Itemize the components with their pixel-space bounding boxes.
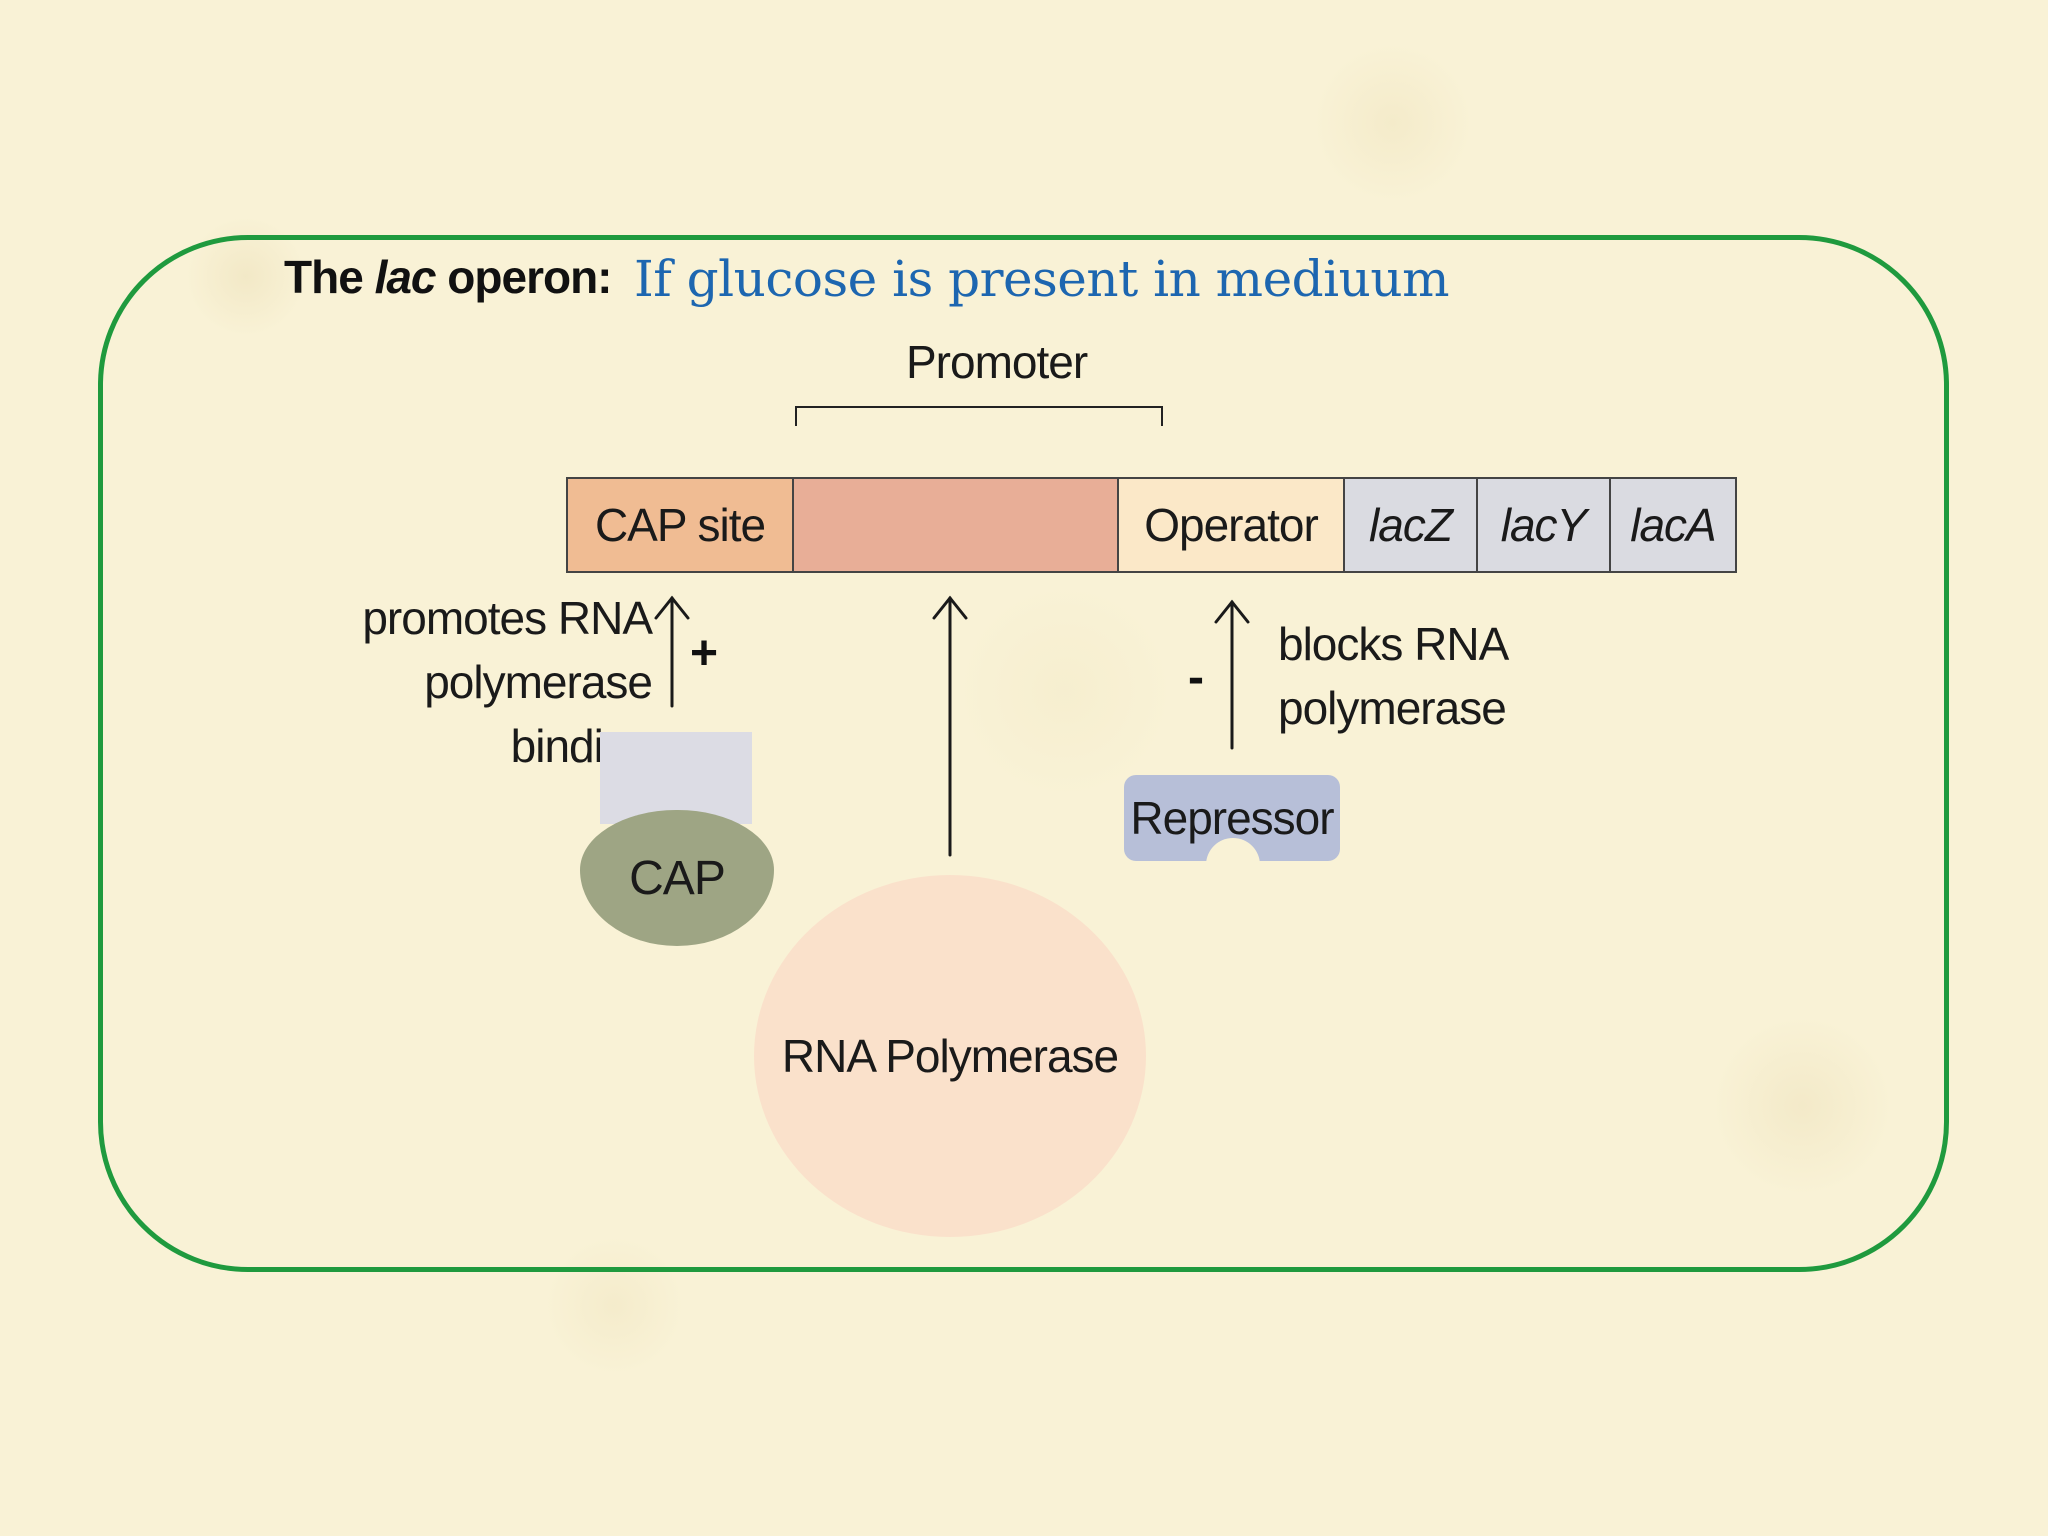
laca-segment: lacA (1611, 479, 1735, 571)
cap-effect-line1: promotes RNA (362, 592, 653, 644)
title-suffix: operon: (447, 251, 612, 303)
diagram-title: The lac operon: (284, 250, 613, 304)
repressor-arrow-icon (1214, 599, 1250, 750)
title-italic: lac (374, 251, 437, 303)
rna-polymerase: RNA Polymerase (754, 875, 1146, 1237)
cap-effect-label: promotes RNA polymerase binding (282, 586, 653, 778)
cap-binding-domain (600, 732, 752, 824)
promoter-label: Promoter (906, 336, 1088, 388)
lacz-segment: lacZ (1345, 479, 1476, 571)
repressor-effect-line1: blocks RNA (1278, 618, 1509, 670)
repressor-effect-label: blocks RNA polymerase (1278, 612, 1509, 740)
minus-sign: - (1188, 651, 1204, 704)
diagram-frame (98, 235, 1949, 1272)
rnap-arrow-icon (932, 595, 968, 857)
dna-strand: CAP site Operator lacZ lacY lacA (566, 477, 1737, 573)
promoter-bracket (795, 406, 1163, 426)
repressor-effect-line2: polymerase (1278, 682, 1507, 734)
title-prefix: The (284, 251, 364, 303)
diagram-subtitle: If glucose is present in mediuum (634, 250, 1449, 308)
plus-sign: + (690, 627, 719, 680)
operator-segment: Operator (1119, 479, 1343, 571)
cap-arrow-icon (654, 595, 690, 708)
cap-site-segment: CAP site (568, 479, 792, 571)
cap-effect-line2: polymerase binding (424, 656, 653, 772)
promoter-segment (794, 479, 1117, 571)
lacy-segment: lacY (1478, 479, 1609, 571)
cap-protein: CAP (580, 810, 774, 946)
